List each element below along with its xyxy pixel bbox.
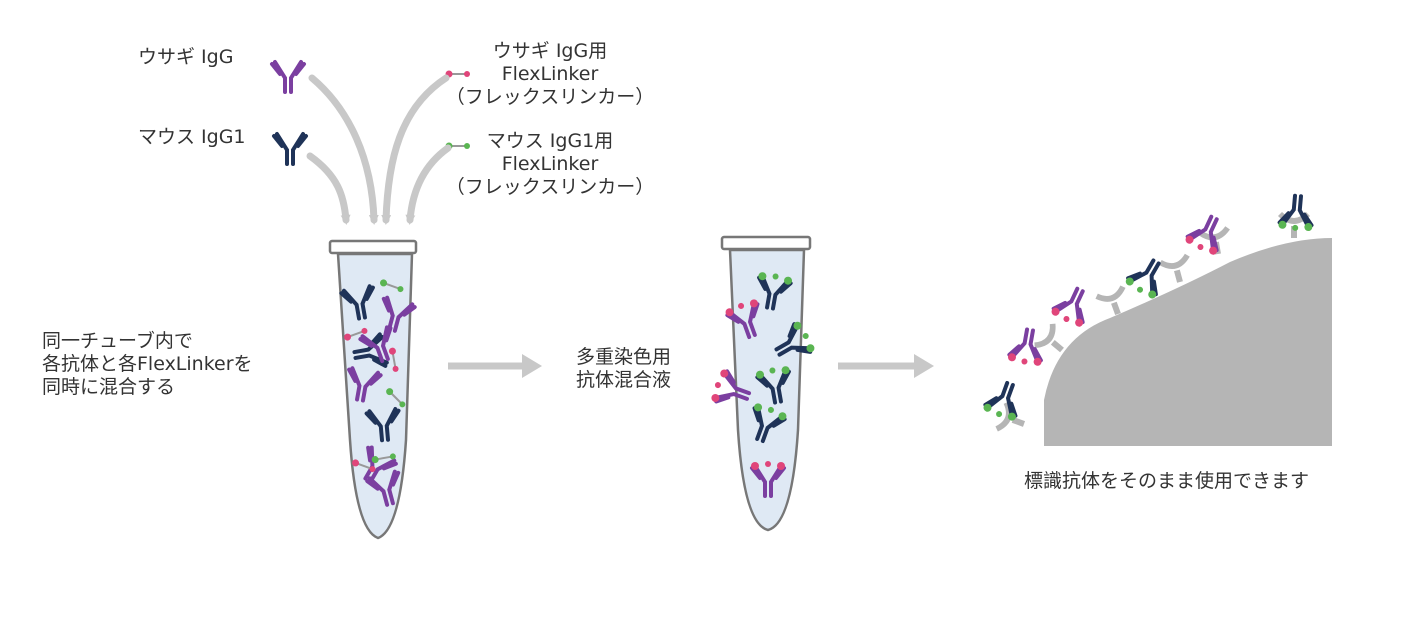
cocktail-tube [709,235,817,532]
mouse-linker-label: マウス IgG1用 FlexLinker （フレックスリンカー） [440,130,660,199]
mix-step-line1: 同一チューブ内で [42,330,193,352]
mouse-linker-label-line3: （フレックスリンカー） [445,176,655,198]
cocktail-line1: 多重染色用 [576,346,672,368]
mouse-igg1-icon [272,132,308,166]
rabbit-linker-label-line2: FlexLinker [501,63,599,85]
mouse-linker-label-line2: FlexLinker [501,153,599,175]
mouse-igg1-label: マウス IgG1 [138,126,246,148]
step-arrow-1 [448,354,542,378]
mixing-tube [328,239,418,540]
cocktail-line2: 抗体混合液 [576,369,672,391]
rabbit-linker-label: ウサギ IgG用 FlexLinker （フレックスリンカー） [440,40,660,109]
rabbit-igg-icon [270,60,306,94]
mix-step-label: 同一チューブ内で 各抗体と各FlexLinkerを 同時に混合する [42,330,253,399]
rabbit-igg-label: ウサギ IgG [138,46,234,68]
cell-surface [1044,238,1332,446]
rabbit-linker-icon [444,69,471,79]
mix-step-line3: 同時に混合する [42,376,176,398]
rabbit-linker-label-line1: ウサギ IgG用 [492,40,608,62]
rabbit-linker-label-line3: （フレックスリンカー） [445,86,655,108]
result-label: 標識抗体をそのまま使用できます [1024,470,1310,492]
input-arrows [306,74,452,225]
step-arrow-2 [838,354,934,378]
cocktail-label: 多重染色用 抗体混合液 [576,346,671,392]
mouse-linker-label-line1: マウス IgG1用 [486,130,614,152]
mix-step-line2: 各抗体と各FlexLinkerを [42,353,253,375]
